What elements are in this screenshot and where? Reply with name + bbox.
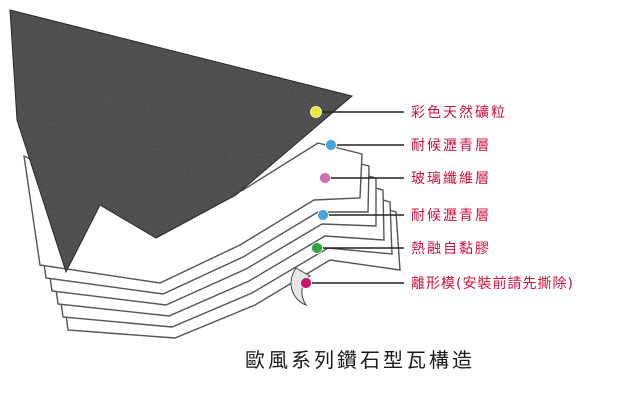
layer-label-5: 熱融自黏膠 bbox=[411, 241, 491, 257]
layer-label-4: 耐候瀝青層 bbox=[411, 208, 491, 224]
marker-dot-2 bbox=[325, 139, 337, 151]
marker-dot-1 bbox=[310, 106, 322, 118]
leader-lines bbox=[306, 111, 404, 284]
layer-label-2: 耐候瀝青層 bbox=[411, 138, 491, 154]
marker-dot-6 bbox=[300, 277, 312, 289]
layer-label-3: 玻璃纖維層 bbox=[411, 171, 491, 187]
layer-label-6: 離形模(安裝前請先撕除) bbox=[411, 276, 574, 292]
layer-markers bbox=[300, 106, 337, 289]
diagram-caption: 歐風系列鑽石型瓦構造 bbox=[245, 348, 475, 372]
layer-label-1: 彩色天然礦粒 bbox=[411, 105, 507, 121]
marker-dot-3 bbox=[319, 172, 331, 184]
marker-dot-5 bbox=[311, 242, 323, 254]
marker-dot-4 bbox=[317, 209, 329, 221]
